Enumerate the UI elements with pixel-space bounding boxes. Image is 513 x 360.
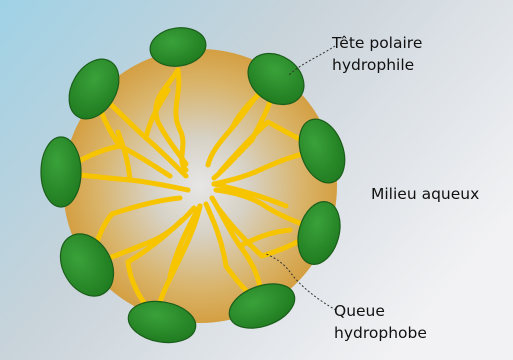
hydrophobic-tail-label-line2: hydrophobe (334, 322, 427, 344)
hydrophobic-tail-label: Queue hydrophobe (334, 300, 427, 344)
aqueous-medium-label-text: Milieu aqueux (371, 183, 479, 205)
aqueous-medium-label: Milieu aqueux (371, 183, 479, 205)
polar-head-label-line2: hydrophile (332, 54, 422, 76)
polar-head (41, 137, 81, 207)
polar-head-label-line1: Tête polaire (332, 32, 422, 54)
hydrophobic-tail-label-line1: Queue (334, 300, 427, 322)
polar-head-label: Tête polaire hydrophile (332, 32, 422, 76)
